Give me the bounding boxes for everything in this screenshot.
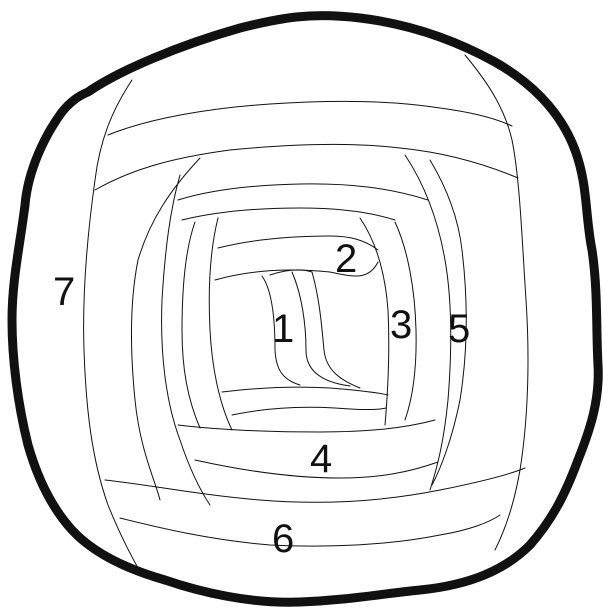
region-1-core-right [292, 272, 350, 386]
inner-bottom-band-top [222, 387, 388, 395]
region-6-top-band-inner [95, 144, 518, 190]
upper-inner-band-top [178, 184, 428, 200]
inner-left-band-outer [182, 222, 200, 428]
region-7-label: 7 [53, 270, 75, 314]
inner-left-band-inner [209, 218, 232, 430]
region-1-label: 1 [272, 307, 294, 351]
region-7-inner-arc-left [84, 80, 138, 568]
upper-inner-band-bottom [182, 208, 395, 220]
region-5-band-left [132, 158, 200, 500]
inner-bottom-band-bottom [232, 407, 386, 415]
region-6-top-band-outer [108, 101, 512, 135]
region-5-label: 5 [448, 307, 470, 351]
region-6-label: 6 [272, 517, 294, 561]
region-4-label: 4 [310, 437, 332, 481]
region-6-bottom-band-inner [120, 515, 500, 546]
outer-boundary [12, 16, 598, 603]
region-4-band-top [178, 420, 435, 432]
region-2-label: 2 [335, 237, 357, 281]
region-3-label: 3 [390, 303, 412, 347]
region-5-band-left-inner [162, 175, 210, 505]
region-7-inner-arc-right [465, 55, 528, 550]
